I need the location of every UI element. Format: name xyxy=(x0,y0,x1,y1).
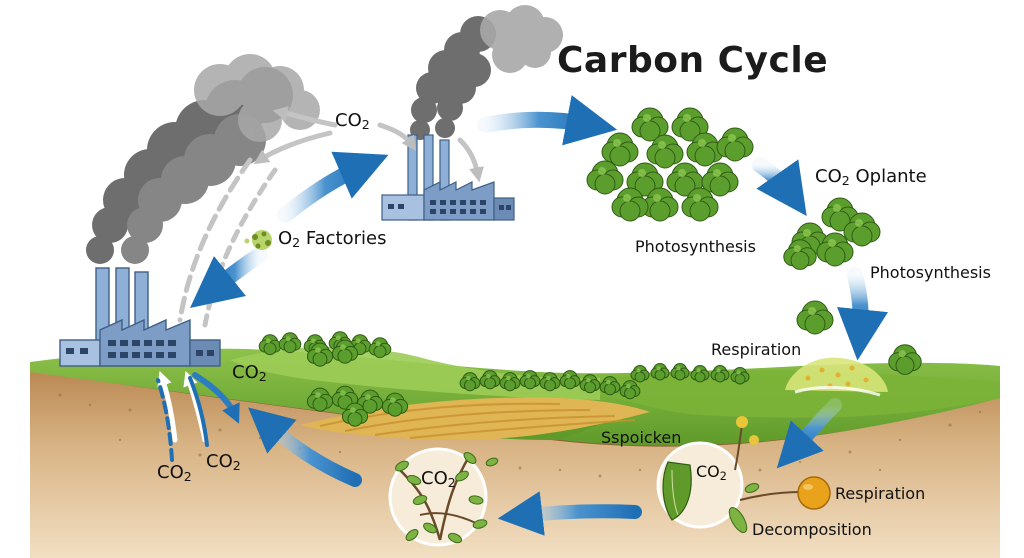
label-co2-oplante: CO2 Oplante xyxy=(815,166,927,189)
label-co2-soil-left: CO2 xyxy=(157,462,192,485)
label-decomposition: Decomposition xyxy=(752,520,872,539)
arrow-soil-dashed-right xyxy=(188,376,209,447)
tree-icon xyxy=(843,212,881,247)
label-spoicken: Sspoicken xyxy=(601,428,682,447)
label-co2-top: CO2 xyxy=(335,110,370,133)
arrow-up-to-factory xyxy=(277,151,389,223)
tree-icon xyxy=(306,387,334,412)
tree-icon xyxy=(258,334,282,356)
smoke-top xyxy=(410,5,563,140)
tree-icon xyxy=(499,372,521,392)
label-co2-decomp-circle: CO2 xyxy=(696,462,727,483)
tree-icon xyxy=(381,392,409,417)
label-photosynthesis-2: Photosynthesis xyxy=(870,263,991,282)
tree-icon xyxy=(681,187,719,222)
smoke-left xyxy=(86,54,320,264)
tree-icon xyxy=(630,365,650,383)
oxygen-bubbles-icon xyxy=(244,230,272,250)
tree-icon xyxy=(306,342,334,367)
tree-icon xyxy=(888,344,922,375)
tree-icon xyxy=(646,134,684,169)
tree-icon xyxy=(619,380,641,400)
factory-top xyxy=(381,134,515,221)
tree-icon xyxy=(586,160,624,195)
arrow-decomp-to-plant xyxy=(497,491,642,536)
tree-icon xyxy=(710,365,730,383)
tree-icon xyxy=(479,370,501,390)
tree-icon xyxy=(519,370,541,390)
tree-icon xyxy=(611,187,649,222)
label-o2-factories: O2 Factories xyxy=(278,228,387,251)
arrow-down-to-factory xyxy=(190,247,268,308)
respiration-mound xyxy=(785,357,888,397)
tree-icon xyxy=(690,365,710,383)
tree-icon xyxy=(599,376,621,396)
plant-roots-circle xyxy=(388,447,499,547)
label-co2-soil-right: CO2 xyxy=(206,451,241,474)
diagram-title: Carbon Cycle xyxy=(557,40,829,81)
tree-icon xyxy=(559,370,581,390)
factory-left xyxy=(59,267,221,367)
tree-icon xyxy=(331,339,359,364)
tree-icon xyxy=(631,107,669,142)
label-respiration-2: Respiration xyxy=(835,484,926,503)
tree-icon xyxy=(701,162,739,197)
blue-arrows xyxy=(156,95,889,536)
arrow-factory-to-trees xyxy=(477,95,618,146)
tree-clusters xyxy=(258,107,922,427)
tree-icon xyxy=(539,372,561,392)
arrow-factory-to-soil xyxy=(192,372,240,424)
tree-icon xyxy=(816,232,854,267)
tree-icon xyxy=(730,367,750,385)
seed-icon xyxy=(797,476,831,510)
tree-icon xyxy=(356,389,384,414)
tree-icon xyxy=(670,363,690,381)
tree-icon xyxy=(601,132,639,167)
label-photosynthesis-1: Photosynthesis xyxy=(635,237,756,256)
tree-icon xyxy=(716,127,754,162)
arrow-soil-dashed-left xyxy=(156,378,174,462)
arrow-soil-to-factory xyxy=(248,407,362,487)
arrow-trees-to-plants xyxy=(752,157,807,216)
arrow-plants-down xyxy=(837,267,889,361)
tree-icon xyxy=(341,402,369,427)
tree-icon xyxy=(650,363,670,381)
tree-icon xyxy=(666,162,704,197)
label-co2-plant-circle: CO2 xyxy=(421,468,456,491)
tree-icon xyxy=(641,187,679,222)
tree-icon xyxy=(579,374,601,394)
tree-icon xyxy=(331,385,359,410)
arrow-soil-white-left xyxy=(157,370,178,443)
tree-icon xyxy=(626,162,664,197)
label-respiration-1: Respiration xyxy=(711,340,802,359)
tree-icon xyxy=(796,300,834,335)
label-co2-ground: CO2 xyxy=(232,362,267,385)
tree-icon xyxy=(368,337,392,359)
tree-icon xyxy=(278,332,302,354)
arrow-respiration-down xyxy=(776,398,842,469)
decomposition-circle xyxy=(656,416,801,533)
tree-icon xyxy=(783,239,817,270)
tree-icon xyxy=(459,372,481,392)
tree-icon xyxy=(671,107,709,142)
